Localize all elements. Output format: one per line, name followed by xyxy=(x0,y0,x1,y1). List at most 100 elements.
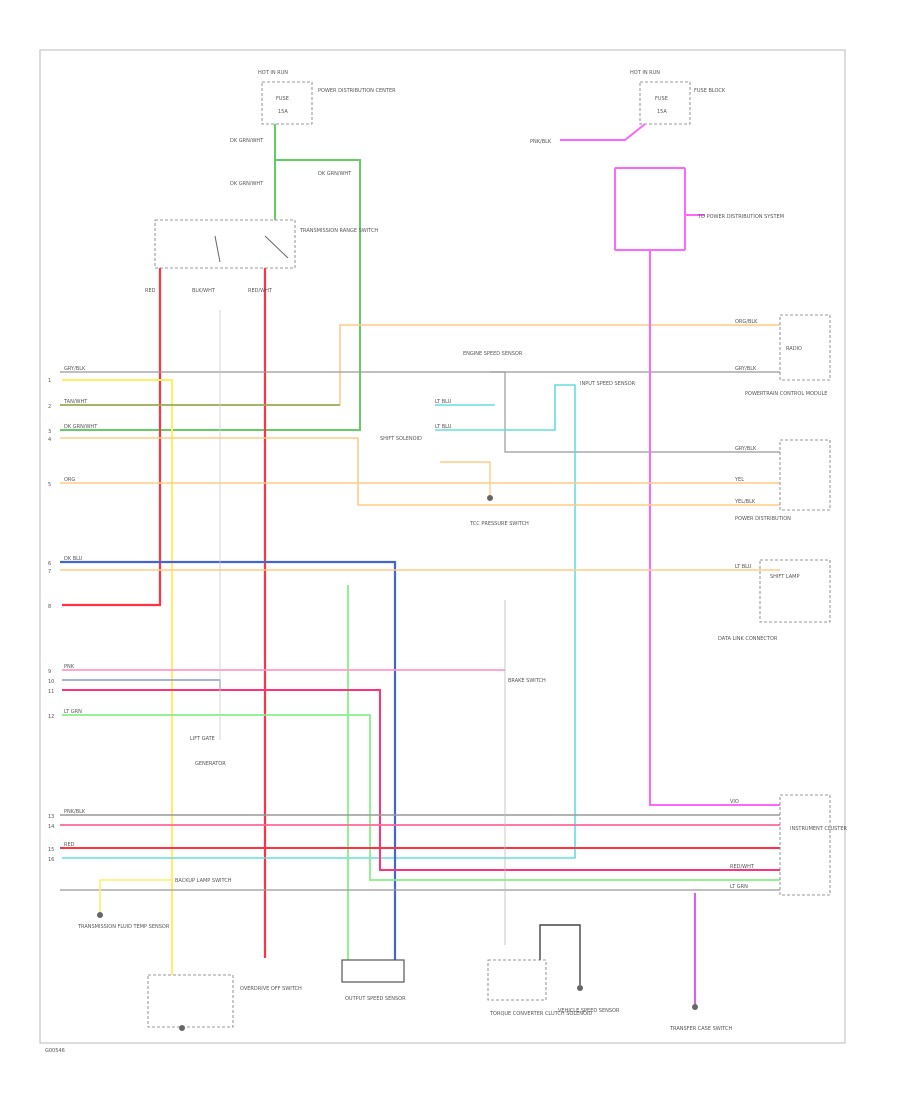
wire-code: PNK/BLK xyxy=(64,809,86,815)
transmission-range-switch: TRANSMISSION RANGE SWITCH xyxy=(154,219,378,269)
wire-code: YEL/BLK xyxy=(734,499,756,505)
wire-blue xyxy=(60,560,397,960)
power-dist-label: POWER DISTRIBUTION xyxy=(735,516,791,522)
fuse-label-left: FUSE xyxy=(276,96,289,102)
shift-lamp-box xyxy=(759,559,831,623)
wire-code: DK GRN/WHT xyxy=(64,424,98,430)
wire-code: GRY/BLK xyxy=(64,366,86,372)
engine-speed-label: ENGINE SPEED SENSOR xyxy=(463,351,523,357)
wire-code-red-1: RED xyxy=(145,288,156,294)
tcc-switch-box xyxy=(487,959,547,1001)
shift-lamp-label: SHIFT LAMP xyxy=(770,574,800,580)
pin-label: 3 xyxy=(48,429,51,435)
output-sensor-label: OUTPUT SPEED SENSOR xyxy=(345,996,406,1002)
wire-salmon-3 xyxy=(60,437,780,506)
wire-code: PNK/BLK xyxy=(530,139,552,145)
wire-lightgreen-h xyxy=(62,714,780,881)
fuse-amp-right: 15A xyxy=(657,109,667,115)
ground-dot-4 xyxy=(692,1004,698,1010)
ground-dot-3 xyxy=(577,985,583,991)
wire-code: LT GRN xyxy=(64,709,82,715)
footer-code: G00546 xyxy=(45,1048,65,1054)
wire-orange-top xyxy=(339,324,780,405)
od-switch-box xyxy=(147,974,234,1028)
pin-label: 5 xyxy=(48,482,51,488)
wire-magenta-fuse xyxy=(560,123,646,141)
wire-code: GRY/BLK xyxy=(735,446,757,452)
wire-code: DK GRN/WHT xyxy=(230,138,264,144)
tcc-label: TORQUE CONVERTER CLUTCH SOLENOID xyxy=(489,1011,592,1017)
cluster-box xyxy=(779,794,831,896)
wire-green-main xyxy=(60,159,361,431)
pin-label: 16 xyxy=(48,857,54,863)
vss-label: VEHICLE SPEED SENSOR xyxy=(558,1008,620,1014)
wire-salmon-2 xyxy=(440,461,491,495)
wire-code: TAN/WHT xyxy=(63,399,88,405)
pdc-box xyxy=(779,439,831,511)
ground-dot-1 xyxy=(97,912,103,918)
junction-dot xyxy=(487,495,493,501)
fuse-box-left xyxy=(261,81,313,125)
fuse-block-right: HOT IN RUN FUSE 15A FUSE BLOCK xyxy=(630,70,726,125)
hot-in-run-label-left: HOT IN RUN xyxy=(258,70,288,76)
wire-code: DK GRN/WHT xyxy=(230,181,264,187)
wire-code: GRY/BLK xyxy=(735,366,757,372)
wire-code: YEL xyxy=(734,477,744,483)
cluster-label: INSTRUMENT CLUSTER xyxy=(790,826,848,832)
fuse-block-left: HOT IN RUN FUSE 15A POWER DISTRIBUTION C… xyxy=(258,70,396,125)
trs-label: TRANSMISSION RANGE SWITCH xyxy=(299,228,378,234)
wire-code: VIO xyxy=(730,799,739,805)
trs-box xyxy=(154,219,296,269)
lift-gate-label: LIFT GATE xyxy=(190,736,215,742)
wire-code-blkwht: BLK/WHT xyxy=(192,288,216,294)
pin-label: 1 xyxy=(48,378,51,384)
wire-code: DK BLU xyxy=(64,556,83,562)
pin-label: 8 xyxy=(48,604,51,610)
wire-yellow xyxy=(62,379,173,975)
tcc-pressure-label: TCC PRESSURE SWITCH xyxy=(469,521,529,527)
wire-code: LT BLU xyxy=(735,564,752,570)
wire-red-1 xyxy=(62,268,162,607)
fuse-label-right: FUSE xyxy=(655,96,668,102)
od-switch-label: OVERDRIVE OFF SWITCH xyxy=(240,986,302,992)
pin-numbers-left: 1 2 3 4 5 6 7 8 9 10 11 12 13 14 15 16 xyxy=(48,378,54,863)
wire-code: LT BLU xyxy=(435,424,452,430)
pin-label: 6 xyxy=(48,561,51,567)
pin-label: 2 xyxy=(48,404,51,410)
pin-label: 15 xyxy=(48,847,54,853)
hot-in-run-label-right: HOT IN RUN xyxy=(630,70,660,76)
fuse-box-right xyxy=(639,81,691,125)
trs-contact-2 xyxy=(264,235,289,259)
radio-label: RADIO xyxy=(786,346,802,352)
wire-magenta-long xyxy=(649,250,780,806)
radio-box xyxy=(779,314,831,381)
pin-label: 4 xyxy=(48,437,51,443)
output-sensor-box xyxy=(341,959,405,983)
wire-code: PNK xyxy=(64,664,75,670)
pin-label: 13 xyxy=(48,814,54,820)
wire-ltblue xyxy=(62,679,221,690)
pin-label: 10 xyxy=(48,679,54,685)
pin-label: 14 xyxy=(48,824,54,830)
pin-label: 12 xyxy=(48,714,54,720)
wire-cyan-2 xyxy=(62,384,576,859)
data-link-label: DATA LINK CONNECTOR xyxy=(718,636,778,642)
wire-code: DK GRN/WHT xyxy=(318,171,352,177)
trans-temp-label: TRANSMISSION FLUID TEMP SENSOR xyxy=(77,924,170,930)
fuse-panel-right: FUSE BLOCK xyxy=(694,88,726,94)
shift-solenoid-label: SHIFT SOLENOID xyxy=(380,436,422,442)
wire-code: LT BLU xyxy=(435,399,452,405)
wire-red-loop xyxy=(62,689,780,871)
transfer-case-label: TRANSFER CASE SWITCH xyxy=(669,1026,732,1032)
pin-label: 9 xyxy=(48,669,51,675)
ground-dot-2 xyxy=(179,1025,185,1031)
wire-code: RED/WHT xyxy=(730,864,755,870)
trs-contact-1 xyxy=(214,235,221,263)
wire-code: LT GRN xyxy=(730,884,748,890)
pin-label: 11 xyxy=(48,689,54,695)
wire-code: RED xyxy=(64,842,75,848)
brake-switch-label: BRAKE SWITCH xyxy=(508,678,546,684)
wire-code-red-2: RED/WHT xyxy=(248,288,273,294)
